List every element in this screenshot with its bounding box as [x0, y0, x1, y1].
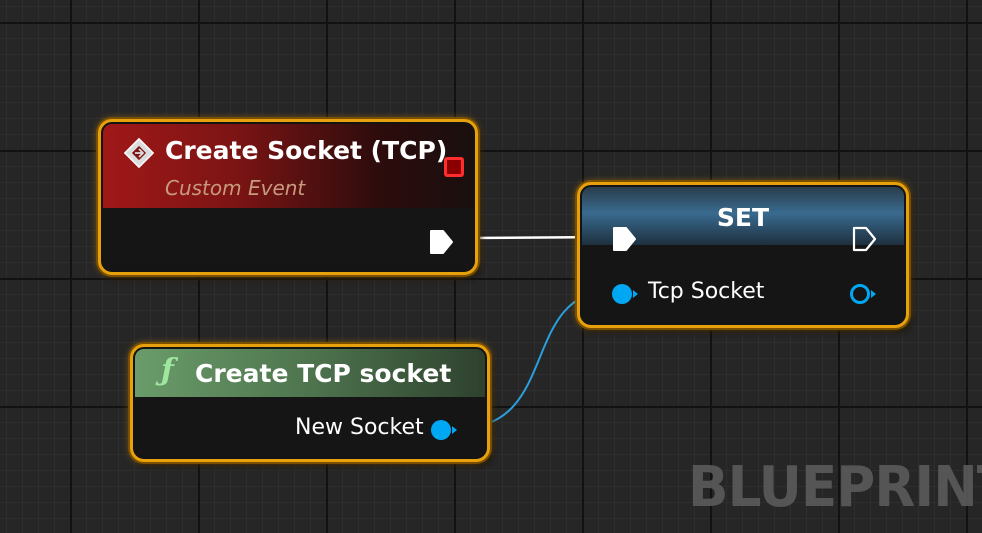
- custom-event-node[interactable]: Create Socket (TCP) Custom Event: [98, 119, 478, 275]
- node-title: Create Socket (TCP): [165, 136, 448, 165]
- create-tcp-socket-node[interactable]: ƒ Create TCP socket New Socket: [130, 344, 490, 462]
- node-header: [135, 349, 485, 397]
- tcp-socket-input-pin[interactable]: [610, 282, 640, 306]
- node-title: SET: [716, 203, 770, 232]
- node-header: [582, 187, 904, 245]
- node-body: ƒ Create TCP socket New Socket: [135, 349, 485, 457]
- node-body: SET Tcp Socket: [582, 187, 904, 323]
- node-title: Create TCP socket: [195, 359, 452, 388]
- node-body: Create Socket (TCP) Custom Event: [103, 124, 473, 270]
- output-pin-label: New Socket: [295, 415, 424, 440]
- node-subtitle: Custom Event: [165, 176, 306, 200]
- input-pin-label: Tcp Socket: [648, 279, 765, 304]
- set-variable-node[interactable]: SET Tcp Socket: [577, 182, 909, 328]
- function-icon: ƒ: [161, 353, 174, 388]
- node-header: [103, 124, 473, 208]
- socket-output-pin[interactable]: [430, 418, 458, 442]
- event-diamond-icon: [123, 137, 155, 169]
- delegate-output-pin[interactable]: [444, 157, 464, 177]
- exec-output-pin[interactable]: [427, 228, 455, 256]
- exec-input-pin[interactable]: [610, 225, 638, 253]
- exec-output-pin[interactable]: [850, 225, 878, 253]
- blueprint-watermark: BLUEPRINT: [688, 455, 982, 520]
- tcp-socket-output-pin[interactable]: [848, 282, 878, 306]
